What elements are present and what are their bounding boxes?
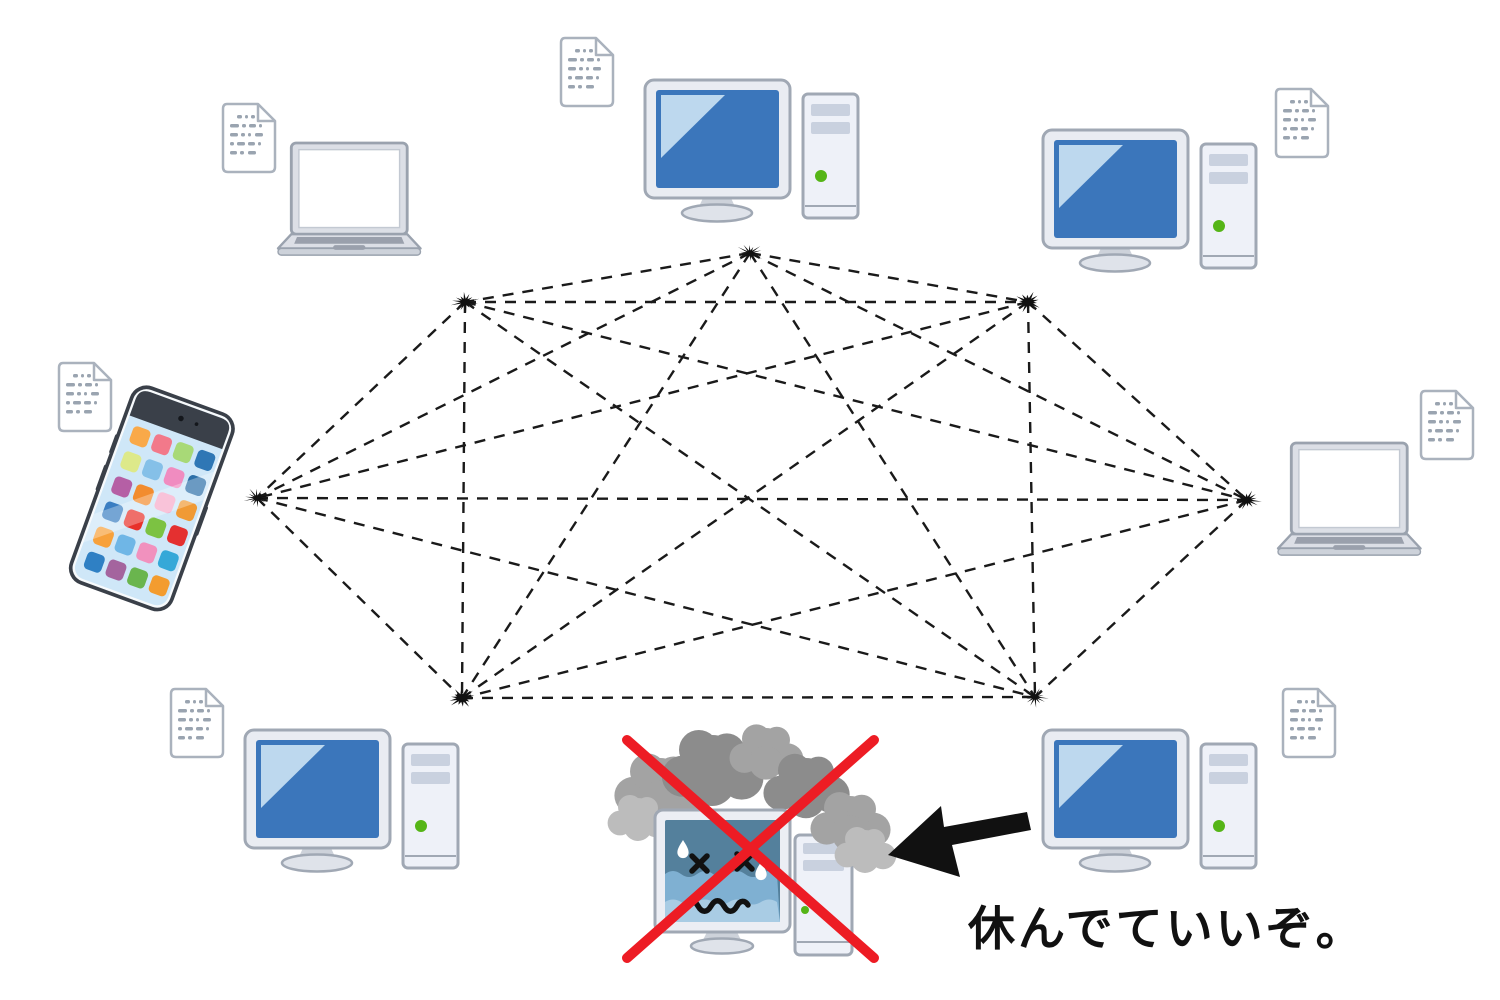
pc-tower-icon [1199,142,1258,270]
power-led-icon [815,170,827,182]
network-node-node-upper-right [1016,291,1040,313]
laptop-top-left [276,141,422,256]
network-edge [464,300,1248,502]
app-icon [127,567,149,589]
app-icon [105,559,127,581]
pc-tower-icon [401,742,460,870]
monitor-icon [243,728,392,873]
power-led-icon [1213,820,1225,832]
wavy-mouth-icon [682,898,751,914]
app-icon [157,550,179,572]
app-icon [132,484,154,506]
smoke-cloud-icon [834,827,897,873]
smoke-cloud-icon [729,724,804,780]
pc-tower-icon [1199,742,1258,870]
app-icon [92,526,114,548]
network-edge [748,252,1037,698]
app-icon [83,551,105,573]
document-icon [559,36,615,108]
app-icon [172,442,194,464]
app-icon [145,517,167,539]
app-icon [114,534,136,556]
app-icon [136,542,158,564]
app-icon [120,451,142,473]
power-led-icon [415,820,427,832]
laptop-right [1276,441,1422,556]
app-icon [194,449,216,471]
network-nodes [243,244,1262,708]
monitor-icon [643,78,792,223]
app-icon [163,467,185,489]
app-icon [166,525,188,547]
network-node-node-left [243,488,271,508]
network-edge [256,497,463,699]
network-edge [464,251,751,304]
laptop-icon [276,141,422,256]
document-icon [1419,389,1475,461]
network-edge [256,496,1036,699]
document-icon [57,361,113,433]
network-node-node-top-center [737,244,763,262]
network-edges [256,251,1248,700]
network-edge [1034,499,1248,698]
network-edge [1026,301,1037,698]
network-edge [749,251,1029,304]
document-icon [1274,87,1330,159]
network-edge [256,496,1248,502]
app-icon [176,500,198,522]
monitor-icon [1041,728,1190,873]
tear-icon [755,862,767,881]
app-icon [141,459,163,481]
document-icon [221,102,277,174]
desktop-bottom-left [243,728,460,873]
monitor-icon [1041,128,1190,273]
pc-tower-icon [801,92,860,220]
app-icon [185,475,207,497]
network-edge [256,301,466,499]
app-icon [154,492,176,514]
laptop-icon [1276,441,1422,556]
tear-icon [677,840,689,859]
network-edge [460,252,752,699]
desktop-broken [607,724,897,963]
app-icon [129,426,151,448]
network-edge [1027,301,1248,501]
network-edge [460,301,467,699]
desktop-top-center [643,78,860,223]
document-icon [1281,687,1337,759]
arrow-icon [888,806,1031,877]
app-icon [151,434,173,456]
power-led-icon [1213,220,1225,232]
network-edge [749,251,1248,502]
network-node-node-right [1232,490,1262,510]
network-edge [461,695,1036,700]
network-node-node-lower-left [449,689,475,707]
desktop-bottom-right [1041,728,1258,873]
red-cross-icon [622,735,879,963]
app-icon [111,476,133,498]
network-node-node-lower-right [1021,686,1049,708]
desktop-top-right [1041,128,1258,273]
annotation-text: 休んでていいぞ。 [968,902,1366,955]
app-icon [102,501,124,523]
network-edge [464,301,1036,698]
network-edge [461,498,1248,700]
network-edge [256,300,1029,500]
app-icon [123,509,145,531]
smartphone-icon [68,385,235,612]
network-node-node-upper-left [450,291,480,313]
network-edge [256,251,751,500]
smartphone-left [68,385,235,612]
app-icon [148,575,170,597]
document-icon [169,687,225,759]
